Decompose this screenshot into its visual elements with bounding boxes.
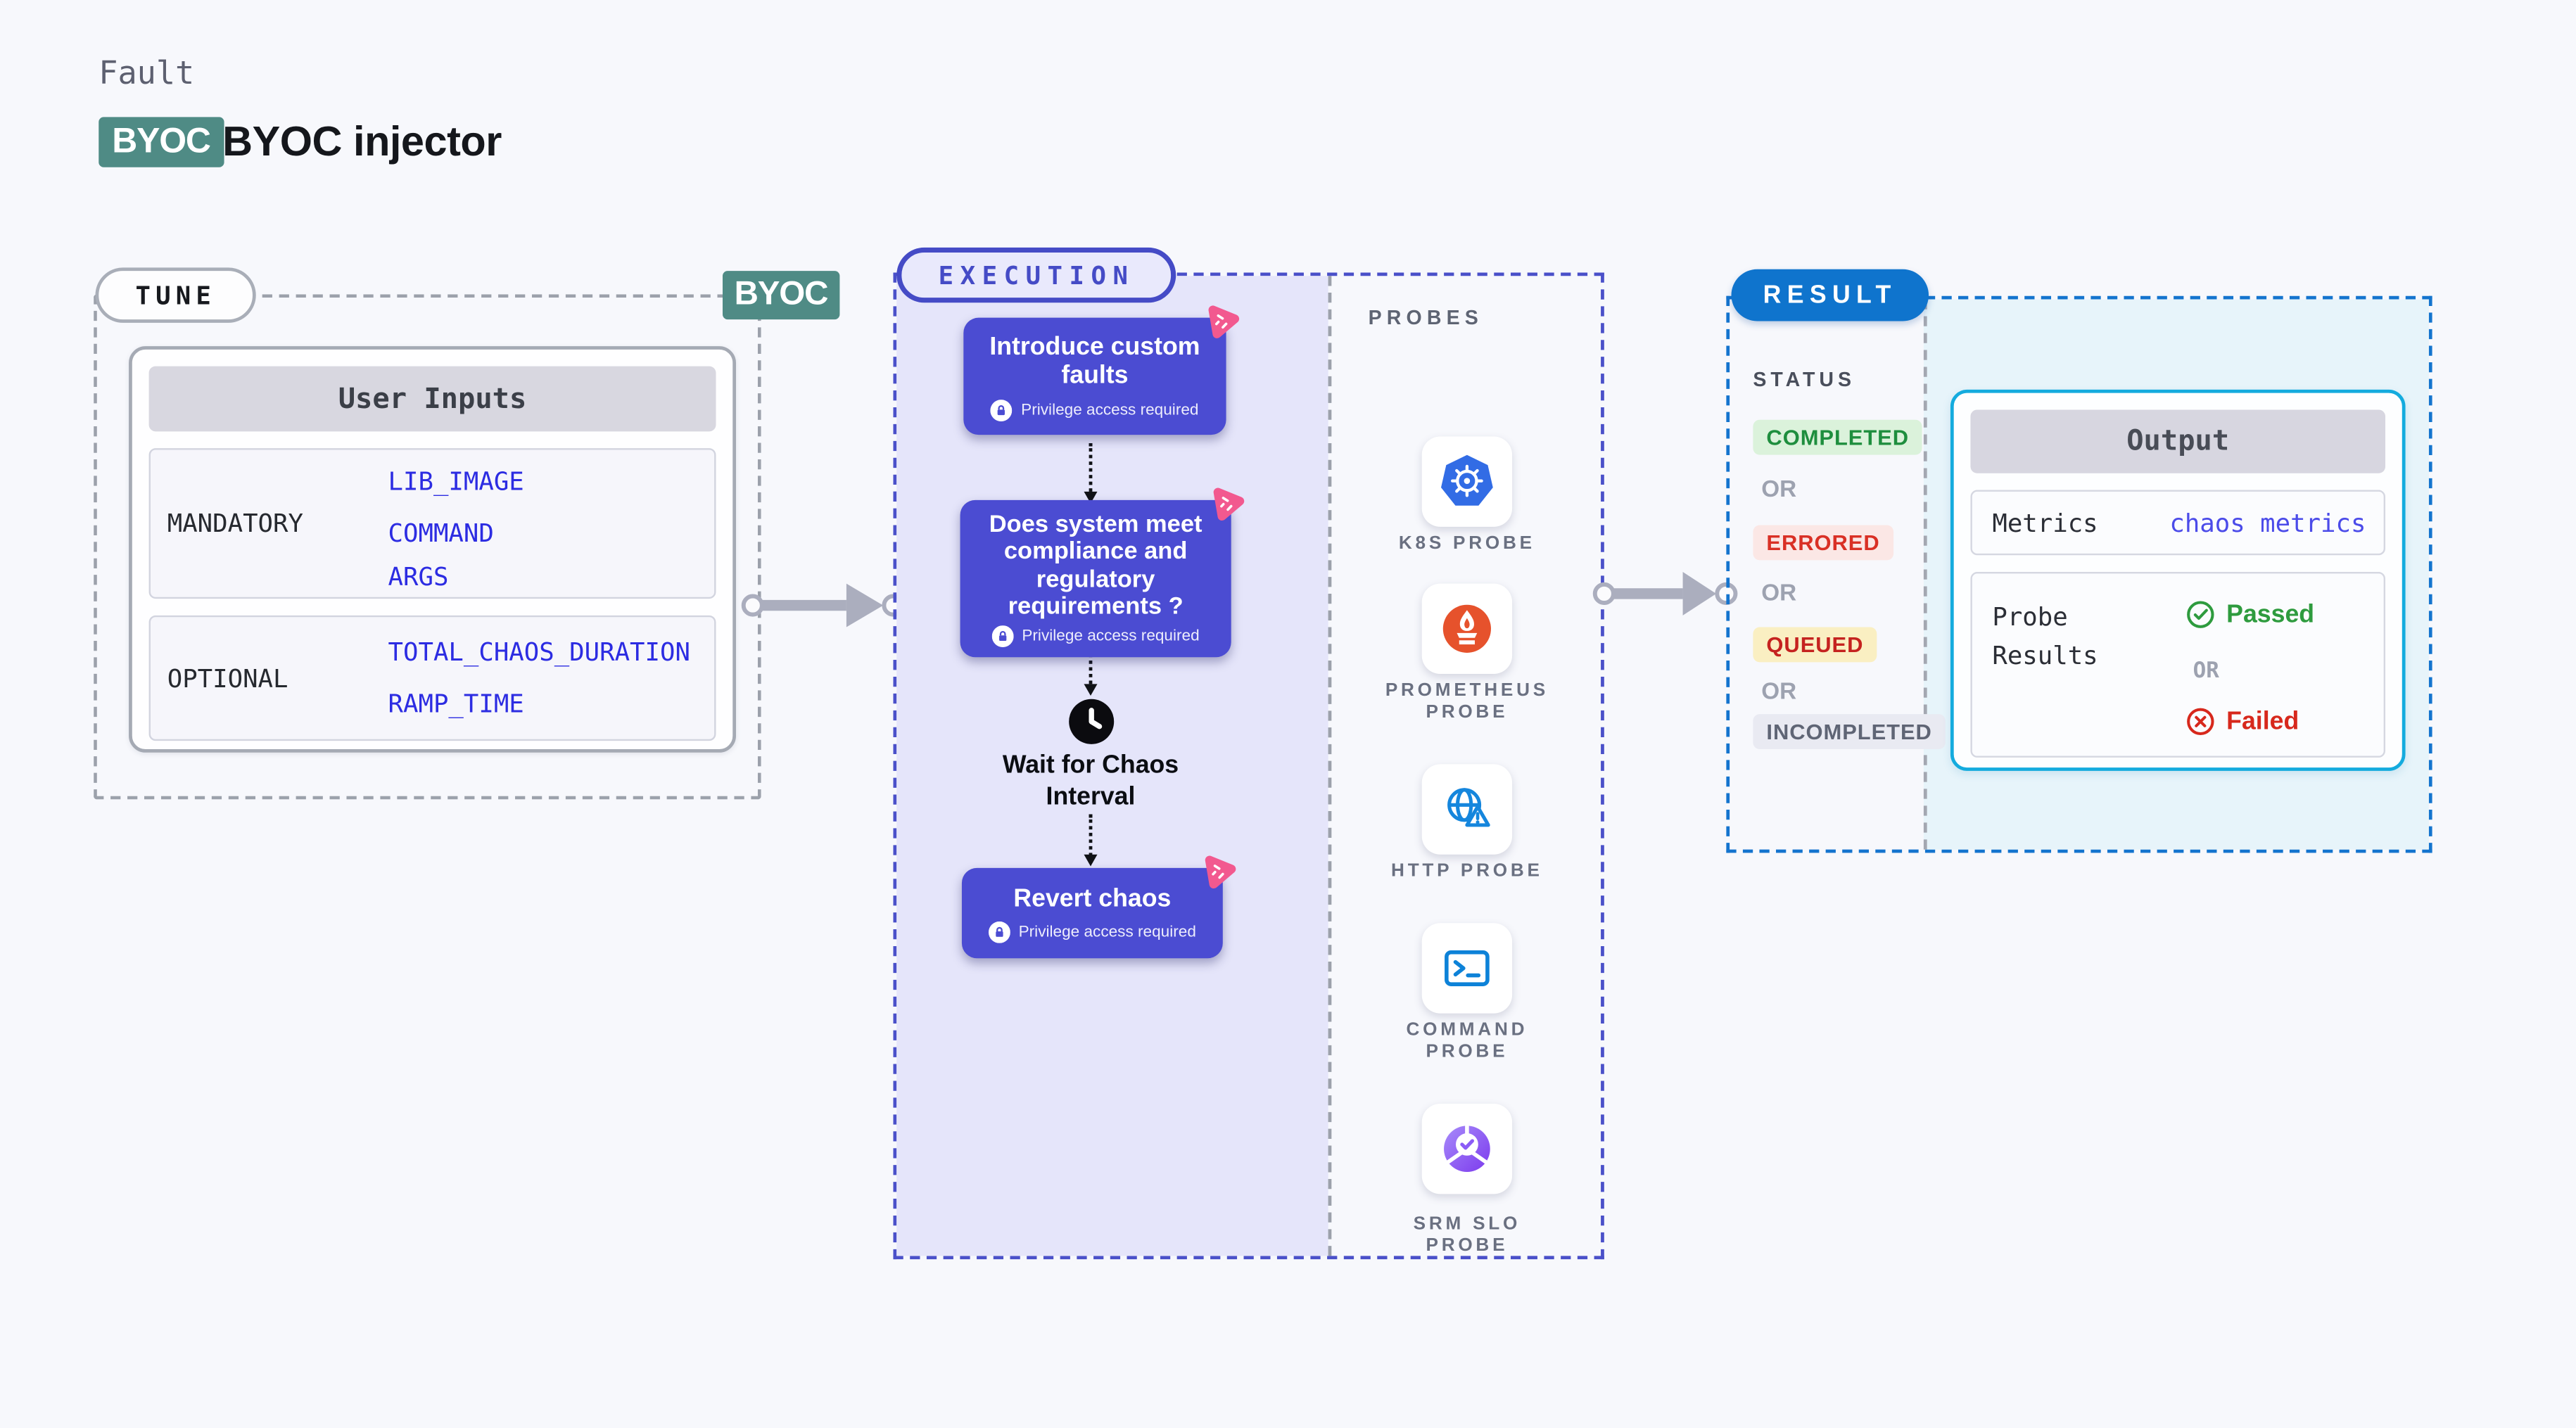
passed-label: Passed — [2226, 600, 2315, 629]
probe-name: HTTP PROBE — [1391, 861, 1543, 881]
result-divider — [1923, 299, 1927, 850]
optional-row: OPTIONAL TOTAL_CHAOS_DURATION RAMP_TIME — [148, 615, 716, 741]
lock-icon — [988, 922, 1010, 944]
slo-pie-check-icon — [1444, 1125, 1490, 1173]
probe-command: COMMAND PROBE — [1373, 923, 1561, 1064]
privilege-note: Privilege access required — [1022, 626, 1200, 645]
probe-card — [1421, 583, 1513, 675]
status-badge-errored: ERRORED — [1753, 525, 1893, 561]
tune-section-box — [94, 294, 761, 800]
probes-label: PROBES — [1368, 306, 1483, 330]
flow-connector — [1084, 814, 1098, 867]
output-title: Output — [1970, 409, 2386, 473]
probe-results-row: Probe Results Passed OR Failed — [1970, 572, 2386, 758]
passed-line: Passed — [2186, 600, 2315, 629]
step-compliance-check: Does system meet compliance and regulato… — [960, 487, 1245, 657]
result-section-label: RESULT — [1731, 269, 1929, 321]
privilege-note: Privilege access required — [1021, 401, 1199, 420]
or-separator: OR — [2193, 658, 2219, 684]
param-args: ARGS — [388, 561, 449, 592]
metrics-value: chaos metrics — [2169, 507, 2366, 538]
probe-name: COMMAND PROBE — [1406, 1020, 1528, 1062]
mandatory-label: MANDATORY — [167, 508, 303, 539]
mandatory-row: MANDATORY LIB_IMAGE COMMAND ARGS — [148, 448, 716, 599]
terminal-icon — [1445, 950, 1490, 986]
tune-to-execution-arrow — [741, 583, 905, 627]
x-circle-icon — [2187, 708, 2214, 736]
or-separator: OR — [1761, 677, 1797, 704]
execution-to-result-arrow — [1592, 572, 1738, 616]
lock-icon — [991, 399, 1013, 421]
step-title: Does system meet compliance and regulato… — [989, 511, 1203, 621]
fault-eyebrow: Fault — [99, 55, 195, 92]
flow-connector — [1084, 442, 1098, 504]
probe-card — [1421, 923, 1513, 1014]
probe-card — [1421, 436, 1513, 527]
probe-k8s: K8S PROBE — [1373, 436, 1561, 555]
output-card: Output Metrics chaos metrics Probe Resul… — [1950, 389, 2406, 771]
execution-flow-area — [896, 276, 1328, 1256]
probe-http: HTTP PROBE — [1373, 764, 1561, 883]
http-globe-warning-icon — [1447, 788, 1490, 827]
execution-section-label: EXECUTION — [896, 247, 1176, 303]
page-title: BYOC injector — [222, 118, 502, 166]
clock-icon — [1069, 699, 1115, 744]
step-title: Revert chaos — [1013, 884, 1172, 914]
lock-icon — [991, 624, 1014, 646]
param-ramp-time: RAMP_TIME — [388, 689, 524, 720]
status-badge-queued: QUEUED — [1753, 627, 1877, 663]
execution-probes-divider — [1328, 276, 1332, 1256]
byoc-corner-badge: BYOC — [722, 271, 839, 320]
chaos-icon — [1205, 855, 1236, 889]
probe-results-label: Probe Results — [1992, 601, 2098, 670]
metrics-row: Metrics chaos metrics — [1970, 490, 2386, 556]
status-badge-completed: COMPLETED — [1753, 419, 1923, 455]
chaos-icon — [1208, 305, 1240, 338]
status-badge-incompleted: INCOMPLETED — [1753, 714, 1946, 750]
step-revert-chaos: Revert chaos Privilege access required — [961, 855, 1236, 960]
execution-section-box — [893, 272, 1604, 1260]
user-inputs-card: User Inputs MANDATORY LIB_IMAGE COMMAND … — [129, 346, 737, 753]
wait-for-chaos-interval-label: Wait for Chaos Interval — [1002, 751, 1179, 812]
probe-srm-slo: SRM SLO PROBE — [1373, 1104, 1561, 1258]
step-title: Introduce custom faults — [989, 333, 1200, 390]
failed-label: Failed — [2226, 707, 2299, 737]
metrics-label: Metrics — [1992, 507, 2098, 538]
probe-card — [1421, 1104, 1513, 1194]
kubernetes-icon — [1441, 454, 1493, 506]
probe-name: K8S PROBE — [1398, 533, 1535, 554]
probe-card — [1421, 764, 1513, 855]
prometheus-icon — [1442, 604, 1491, 653]
param-command: COMMAND — [388, 518, 494, 549]
step-introduce-custom-faults: Introduce custom faults Privilege access… — [963, 305, 1240, 435]
chaos-icon — [1213, 487, 1245, 521]
failed-line: Failed — [2186, 708, 2299, 736]
or-separator: OR — [1761, 578, 1797, 606]
param-lib-image: LIB_IMAGE — [388, 466, 524, 497]
check-circle-icon — [2187, 601, 2214, 628]
privilege-note: Privilege access required — [1018, 924, 1196, 943]
probe-prometheus: PROMETHEUS PROBE — [1373, 583, 1561, 725]
probe-name: SRM SLO PROBE — [1413, 1213, 1521, 1256]
tune-section-label: TUNE — [95, 267, 257, 323]
optional-label: OPTIONAL — [167, 663, 288, 694]
flow-connector — [1084, 639, 1098, 696]
status-label: STATUS — [1753, 368, 1855, 392]
param-total-chaos-duration: TOTAL_CHAOS_DURATION — [388, 637, 690, 668]
byoc-header-badge: BYOC — [99, 117, 224, 167]
probe-name: PROMETHEUS PROBE — [1385, 680, 1549, 722]
user-inputs-title: User Inputs — [148, 366, 716, 432]
or-separator: OR — [1761, 475, 1797, 502]
